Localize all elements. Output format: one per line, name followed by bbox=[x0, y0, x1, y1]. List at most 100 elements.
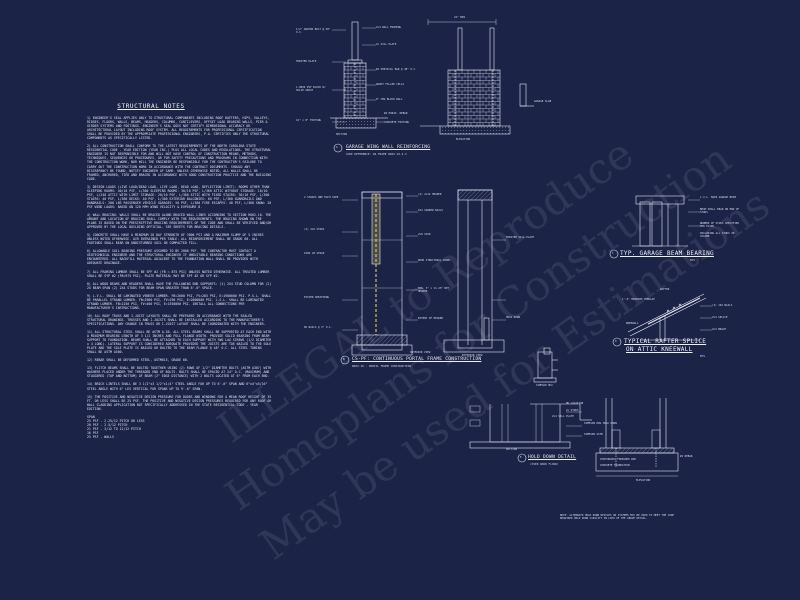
rafter-splice-caption: TYPICAL RAFTER SPLICE bbox=[624, 338, 707, 345]
beam-bearing-callout: NUMBER OF STUDS SPECIFIED PER PLANS bbox=[700, 222, 740, 229]
detail-d-letter: D bbox=[615, 340, 617, 343]
wing-wall-elevation-label: ELEVATION bbox=[456, 138, 471, 141]
note-paragraph: 13) FLITCH BEAMS SHALL BE BOLTED TOGETHE… bbox=[87, 366, 272, 379]
portal-frame-exterior bbox=[443, 189, 506, 353]
detail-e-letter: E bbox=[520, 456, 522, 459]
detail-d-marker bbox=[612, 337, 622, 347]
portal-frame-callout: WOOD STRUCTURAL PANEL bbox=[418, 259, 451, 262]
detail-a-marker bbox=[333, 143, 343, 153]
detail-b-letter: B bbox=[343, 358, 345, 361]
hold-down-part-label: SIMPSON HDU bbox=[536, 384, 553, 387]
rafter-splice-callout: KNEEWALL bbox=[626, 322, 639, 325]
rafter-splice-callout: RAFTER bbox=[660, 288, 670, 291]
hold-down-section bbox=[469, 403, 592, 449]
note-paragraph: 12) REBAR SHALL BE DEFORMED STEEL, ASTM6… bbox=[87, 358, 189, 363]
note-paragraph: 8) ALL WOOD BEAMS AND HEADERS SHALL HAVE… bbox=[87, 281, 272, 290]
detail-b-marker bbox=[340, 355, 350, 365]
portal-frame-callout: 16d SINKER NAILS bbox=[418, 209, 443, 212]
hold-down-callout: HD LOCATION bbox=[566, 402, 584, 405]
portal-frame-caption: CS-PF: CONTINUOUS PORTAL FRAME CONSTRUCT… bbox=[352, 357, 482, 362]
note-paragraph: 9) L.V.L. SHALL BE LAMINATED VENEER LUMB… bbox=[87, 293, 272, 310]
beam-bearing-callout: BEAM SHALL BEAR ON END OF STUDS bbox=[700, 208, 740, 215]
hold-down-callout: CONCRETE FOUNDATION bbox=[600, 464, 630, 467]
garage-wing-wall-caption: GARAGE WING WALL REINFORCING bbox=[346, 145, 431, 150]
wing-wall-callout: 2x SILL PLATE bbox=[376, 43, 397, 46]
portal-frame-interior bbox=[342, 191, 418, 356]
note-paragraph: 2) ALL CONSTRUCTION SHALL CONFORM TO THE… bbox=[87, 144, 272, 181]
snow-load-list: SPAN 25 PSF - 2.25/12 PITCH OR LESS 20 P… bbox=[87, 415, 272, 439]
garage-wing-wall-scale: CODE REFERENCE: R4 FRAME R602.10.4.3 bbox=[346, 152, 407, 156]
wing-wall-left-callout: 1-8000 PSF BLOCK W/ SOLID GROUT bbox=[296, 86, 326, 93]
rafter-splice-drawing bbox=[627, 293, 712, 341]
beam-bearing-callout: INCLUDING ALL STUDS IN COLUMN bbox=[700, 232, 735, 239]
structural-notes: 1) ENGINEER'S SEAL APPLIES ONLY TO STRUC… bbox=[87, 116, 272, 439]
portal-frame-left-callout: 2 STRAPS ONE EACH SIDE bbox=[304, 196, 339, 199]
wing-wall-callout: CONCRETE FOOTING bbox=[384, 121, 409, 124]
wing-wall-callout: #4 VERTICAL BAR @ 48" O.C. bbox=[376, 68, 417, 71]
hold-down-callout: SIMPSON HDU HOLD DOWN bbox=[584, 422, 617, 425]
portal-frame-left-callout: 1000 LB STRAP bbox=[304, 252, 325, 255]
hold-down-callout: #4 REBAR bbox=[680, 455, 693, 458]
portal-frame-callout: HOLD DOWN bbox=[506, 316, 521, 319]
hold-down-scale: (OVER WOOD FLOOR) bbox=[530, 462, 559, 466]
hold-down-elevation-label: ELEVATION bbox=[636, 479, 651, 482]
portal-frame-callout: 2x6 STUD bbox=[418, 233, 431, 236]
hold-down-footer-note: NOTE: ALTERNATE HOLD DOWN DEVICES OR SYS… bbox=[560, 514, 674, 521]
hold-down-elevation bbox=[595, 398, 679, 477]
note-paragraph: 4) WALL BRACING: WALLS SHALL BE BRACED A… bbox=[87, 212, 272, 230]
load-line: SPAN bbox=[87, 414, 95, 419]
hold-down-callout: CONTINUOUS THREADED ROD bbox=[600, 458, 636, 461]
load-line: 16 PSF bbox=[87, 430, 99, 435]
note-paragraph: 7) ALL FRAMING LUMBER SHALL BE SPF #2 (F… bbox=[87, 269, 270, 278]
load-line: 25 PSF - 2.25/12 PITCH OR LESS bbox=[87, 418, 145, 423]
portal-frame-scale: R602.10 - PORTAL FRAME CONSTRUCTION bbox=[352, 364, 411, 368]
note-paragraph: 15) THE POSITIVE AND NEGATIVE DESIGN PRE… bbox=[87, 394, 272, 411]
load-line: 20 PSF - 2.5/12 PITCH bbox=[87, 422, 128, 427]
wing-wall-left-callout: 1/2" ANCHOR BOLT @ 48" O.C. bbox=[296, 28, 331, 35]
portal-frame-interior-view: INTERIOR VIEW bbox=[410, 351, 431, 354]
note-paragraph: 3) DESIGN LOADS (LIVE LOAD/DEAD LOAD, LI… bbox=[87, 184, 272, 209]
hold-down-callout: 2x STUDS bbox=[566, 409, 579, 412]
wing-wall-elevation bbox=[420, 19, 534, 135]
garage-beam-bearing-scale: NTS bbox=[690, 258, 696, 262]
load-line: 25 PSF - WALLS bbox=[87, 435, 114, 439]
load-line: 21 PSF - 3/12 TO 12/12 PITCH bbox=[87, 426, 141, 431]
rafter-splice-callout: (3) 16d NAILS bbox=[712, 304, 733, 307]
hold-down-caption: HOLD DOWN DETAIL bbox=[528, 455, 577, 460]
detail-c-letter: C bbox=[612, 252, 614, 255]
wing-wall-section bbox=[330, 21, 388, 129]
wing-wall-left-callout: 12" x 8" FOOTING bbox=[296, 119, 321, 122]
note-paragraph: 11) ALL STRUCTURAL STEEL SHALL BE ASTM A… bbox=[87, 330, 272, 355]
wing-wall-callout: #4 HORIZ. REBAR bbox=[384, 112, 408, 115]
portal-frame-left-callout: 8d NAILS @ 3" O.C. bbox=[304, 326, 333, 329]
wing-wall-callout: GARAGE SLAB bbox=[534, 100, 552, 103]
portal-frame-left-callout: (2) 2x6 STUDS bbox=[304, 228, 325, 231]
structural-notes-title: STRUCTURAL NOTES bbox=[117, 103, 185, 110]
hold-down-callout: SIMPSON SSTB bbox=[584, 433, 603, 436]
garage-beam-bearing-drawing bbox=[632, 195, 700, 247]
rafter-splice-callout: 1'-0" MINIMUM OVERLAP bbox=[622, 298, 655, 301]
wing-wall-dimension: 24" MIN bbox=[454, 16, 465, 19]
rafter-splice-callout: 2x4 BRACE bbox=[712, 328, 727, 331]
portal-frame-callout: TREATED SILL PLATE bbox=[506, 236, 535, 239]
hold-down-part-drawing bbox=[533, 347, 558, 383]
note-paragraph: 10) ALL ROOF TRUSS AND I-JOIST LAYOUTS S… bbox=[87, 313, 266, 326]
wing-wall-section-label: SECTION bbox=[336, 133, 347, 136]
detail-e-marker bbox=[517, 453, 527, 463]
wing-wall-callout: GROUT FILLED CELLS bbox=[376, 83, 405, 86]
rafter-splice-callout: 2x4 SPLICE bbox=[712, 316, 728, 319]
hold-down-section-label: SECTION bbox=[506, 448, 517, 451]
portal-frame-callout: EXTENT OF HEADER bbox=[418, 317, 443, 320]
note-paragraph: 1) ENGINEER'S SEAL APPLIES ONLY TO STRUC… bbox=[87, 116, 270, 141]
hold-down-callout: 2x4 SILL PLATE bbox=[552, 415, 574, 418]
rafter-splice-scale: NTS bbox=[700, 354, 706, 358]
wing-wall-callout: 8" CMU BLOCK WALL bbox=[376, 98, 403, 101]
portal-frame-callout: MIN. 3" x 11.25" NET HEADER bbox=[418, 287, 450, 294]
portal-frame-exterior-view: EXTERIOR VIEW bbox=[462, 354, 483, 357]
detail-c-marker bbox=[609, 249, 619, 259]
note-paragraph: 14) BRICK LINTELS SHALL BE 3 1/2"x3 1/2"… bbox=[87, 382, 268, 391]
note-paragraph: 6) ALLOWABLE SOIL BEARING PRESSURE ASSUM… bbox=[87, 249, 258, 266]
portal-frame-left-callout: FASTEN SHEATHING bbox=[304, 296, 329, 299]
